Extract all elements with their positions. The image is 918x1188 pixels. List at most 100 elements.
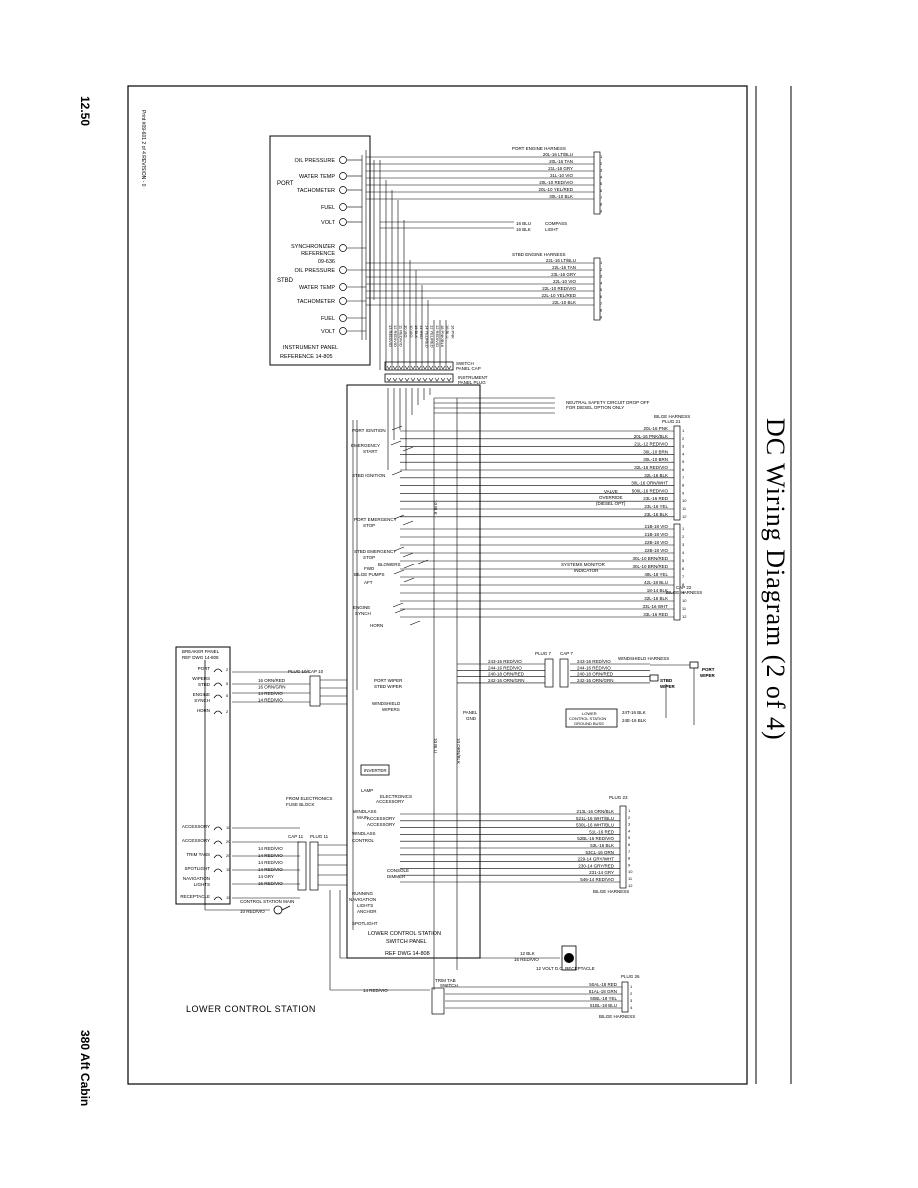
breaker-label: TRIM TABS xyxy=(186,852,210,857)
bilge-21-wire-label: 30L-10 BRN xyxy=(643,449,668,454)
breaker-icon xyxy=(213,868,223,873)
plug-26-connector xyxy=(621,981,629,1013)
port-wiper-b: WIPER xyxy=(700,673,716,678)
bilge-21-pin: 7 xyxy=(682,475,685,480)
stbd-engine-pin: 1 xyxy=(600,260,603,265)
switch-icon xyxy=(391,425,403,431)
bilge-21-pin: 2 xyxy=(682,436,685,441)
stbd-gauge-icon xyxy=(339,314,347,322)
lower-switch-label: ACCESSORY xyxy=(367,822,395,827)
plug-23-wire-label: 51L-16 RED xyxy=(589,829,615,834)
main-switch-icon xyxy=(273,905,291,915)
bilge-22-pin: 9 xyxy=(682,590,685,595)
upper-switch-label: STBD IGNITION xyxy=(352,473,385,478)
panel-wire-label: 12 RED/VIO xyxy=(435,325,440,347)
bilge-22-pin: 11 xyxy=(682,606,687,611)
breaker-label: NAVIGATION xyxy=(183,876,210,881)
upper-switch-label: PORT EMERGENCY xyxy=(354,517,397,522)
port-gauge-icon xyxy=(339,156,347,164)
switch-icon xyxy=(394,608,406,614)
connector-pin xyxy=(416,365,422,370)
lower-switch-label: SPOTLIGHT xyxy=(352,921,378,926)
bilge-22-connector xyxy=(673,523,681,621)
switch-icon xyxy=(409,620,421,626)
bilge-22-wire-label: 22B-18 VIO xyxy=(644,540,668,545)
lower-switch-label: MAIN xyxy=(357,815,368,820)
stbd-engine-pin: 9 xyxy=(600,314,603,319)
stbd-gauge-label: FUEL xyxy=(321,316,335,322)
breaker-icon xyxy=(213,694,223,699)
bilge-22-wire-label: 18-14 BLK xyxy=(647,588,668,593)
connector-pin xyxy=(410,377,416,382)
wiper-switch-label: WIPERS xyxy=(382,707,400,712)
port-engine-wire-label: 20L-10 RED/VIO xyxy=(539,180,573,185)
breaker-label: LIGHTS xyxy=(194,882,210,887)
bilge-22-wire-label: 30L-10 BRN/RED xyxy=(632,564,668,569)
stbd-gauge-label: 09-636 xyxy=(318,259,335,265)
plug-23-pin: 1 xyxy=(628,808,631,813)
port-engine-wire-label: 30L-10 BLK xyxy=(549,194,573,199)
bilge-21-pin: 6 xyxy=(682,467,685,472)
plug-10-connector xyxy=(309,675,321,707)
connector-pin xyxy=(404,377,410,382)
ground-buss-2: CONTROL STATION xyxy=(569,716,606,721)
port-engine-pin: 7 xyxy=(600,195,603,200)
neutral-safety-1: NEUTRAL SAFETY CIRCUIT DROP OFF xyxy=(566,400,650,405)
vertical-wire-3: 10 ORN/BLK xyxy=(456,738,461,764)
bilge-21-pin: 3 xyxy=(682,444,685,449)
port-wiper-a: PORT xyxy=(702,667,715,672)
wiring-lines xyxy=(204,150,560,991)
switch-icon xyxy=(393,514,405,520)
switch-icon xyxy=(402,552,414,558)
plug-23-wire-label: 52BL-16 RED/VIO xyxy=(577,836,614,841)
plug-23-wire-label: 230-14 GRY/RED xyxy=(578,863,614,868)
plug-23-wire-label: 213L-16 ORN/BLK xyxy=(576,809,614,814)
switch-icon xyxy=(402,446,414,452)
panel-wire-label: 16 BLU xyxy=(445,325,450,338)
compass-wire-2: 16 BLK xyxy=(516,227,531,232)
breaker-rating: 20 xyxy=(226,839,231,844)
upper-switch-label: BILGE PUMPS xyxy=(354,572,385,577)
stbd-engine-wire-label: 22L-16 LT/BLU xyxy=(546,258,576,263)
bilge-22-pin: 3 xyxy=(682,542,685,547)
panel-wire-label: 16 BLK xyxy=(414,325,419,338)
upper-switch-label: STOP xyxy=(363,523,375,528)
compass-label: COMPASS xyxy=(545,221,567,226)
bilge-22-title-a: CAP 22 xyxy=(676,585,692,590)
breaker-label: ACCESSORY xyxy=(182,824,210,829)
bilge-21-pin: 10 xyxy=(682,498,687,503)
stbd-label: STBD xyxy=(277,278,294,284)
instrument-panel-box xyxy=(269,135,371,366)
port-label: PORT xyxy=(277,181,294,187)
upper-switch-label: STOP xyxy=(363,555,375,560)
stbd-gauge-icon xyxy=(339,244,347,252)
switch-icon xyxy=(403,577,415,583)
bilge-22-wire-label: 33L-16 RED xyxy=(643,612,669,617)
upper-switch-label: HORN xyxy=(370,623,383,628)
stbd-gauge-icon xyxy=(339,283,347,291)
connector-pin xyxy=(422,377,428,382)
lower-switches: ELECTRONICSACCESSORYACCESSORYACCESSORYWI… xyxy=(349,794,412,926)
cap-11-label: CAP 11 xyxy=(288,834,304,839)
connector-pin xyxy=(404,365,410,370)
bilge-21-wire-label: 30L-10 BRN xyxy=(643,457,668,462)
lower-switch-label: NAVIGATION xyxy=(349,897,376,902)
upper-switch-label: STBD EMERGENCY xyxy=(354,549,396,554)
stbd-engine-connector xyxy=(593,257,601,321)
breaker-icon xyxy=(213,710,223,715)
bilge-22-wire-label: 48L-18 YEL xyxy=(644,572,668,577)
connector-pin xyxy=(386,365,392,370)
systems-monitor-1: SYSTEMS MONITOR xyxy=(561,562,606,567)
systems-monitor-2: INDICATOR xyxy=(574,568,599,573)
bilge-22-wire-label: 21B-18 VIO xyxy=(644,532,668,537)
upper-switch-label: FWD xyxy=(364,566,375,571)
lower-switch-panel-line1: LOWER CONTROL STATION xyxy=(368,931,441,937)
port-gauge-icon xyxy=(339,172,347,180)
plug-23-pin: 4 xyxy=(628,828,631,833)
breaker-icon xyxy=(213,826,223,831)
stbd-gauge-icon xyxy=(339,266,347,274)
